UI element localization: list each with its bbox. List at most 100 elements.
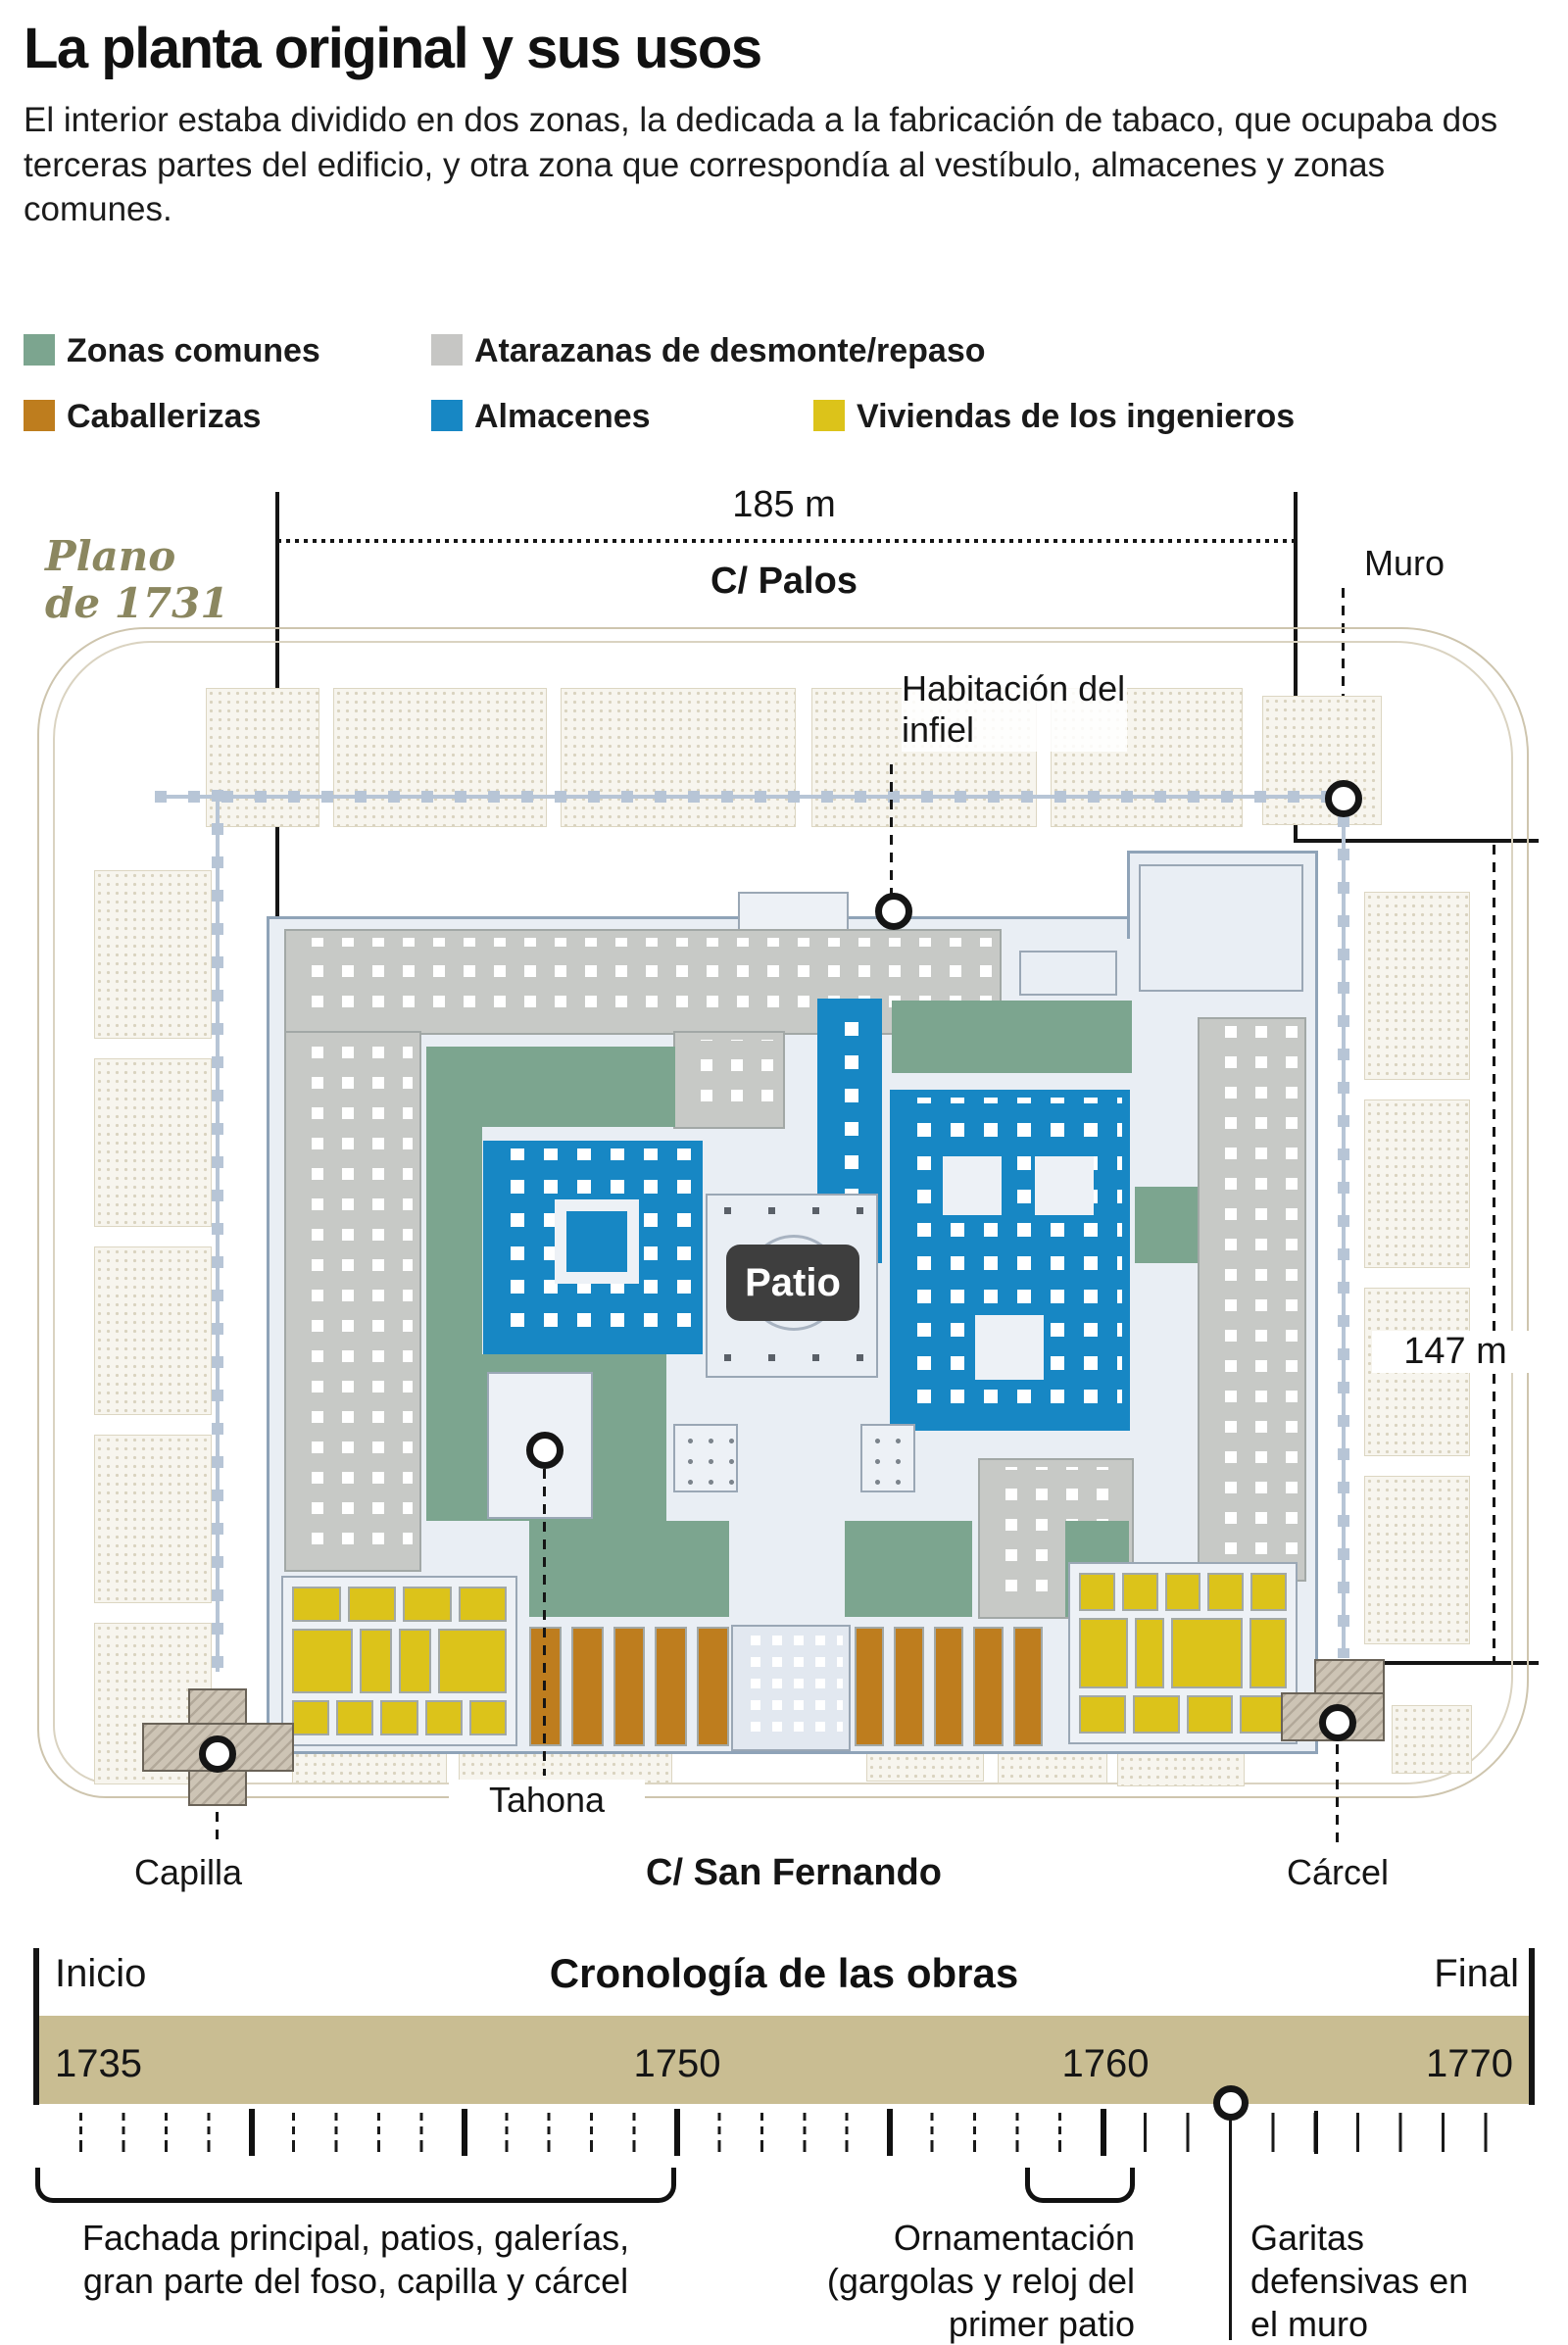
stable-bar bbox=[612, 1627, 646, 1746]
stable-bar bbox=[655, 1627, 688, 1746]
vivienda-block bbox=[398, 1629, 431, 1693]
plan-source-note: Plano de 1731 bbox=[45, 532, 229, 628]
legend-swatch-atarazanas bbox=[431, 334, 463, 366]
timeline-end-cap bbox=[1529, 1948, 1535, 2105]
zone-comunes-east-strip bbox=[1135, 1187, 1198, 1263]
vivienda-block bbox=[336, 1699, 374, 1735]
room-outline bbox=[1139, 864, 1303, 992]
habitacion-leader-line bbox=[890, 764, 893, 898]
almacenes-east-courtyard bbox=[1035, 1156, 1094, 1215]
timeline-title: Cronología de las obras bbox=[549, 1950, 1019, 1996]
carcel-leader-line bbox=[1336, 1744, 1339, 1844]
vivienda-block bbox=[403, 1587, 452, 1623]
vivienda-block bbox=[1132, 1694, 1180, 1734]
capilla-marker bbox=[199, 1735, 236, 1773]
stable-bar bbox=[1012, 1627, 1044, 1746]
timeline-band bbox=[39, 2016, 1529, 2104]
vivienda-block bbox=[1186, 1694, 1234, 1734]
garden-plot bbox=[1364, 1476, 1470, 1644]
legend-swatch-caballerizas bbox=[24, 400, 55, 431]
height-dimension-top-bar bbox=[1294, 839, 1539, 843]
garden-plot bbox=[94, 1058, 212, 1227]
habitacion-marker bbox=[875, 893, 912, 930]
zone-atarazanas-east bbox=[1200, 1019, 1304, 1580]
stable-bar bbox=[697, 1627, 729, 1746]
axis-minor-ticks-solid bbox=[1144, 2113, 1493, 2152]
vivienda-block bbox=[359, 1629, 392, 1693]
carcel-marker bbox=[1319, 1704, 1356, 1741]
vivienda-block bbox=[1240, 1694, 1287, 1734]
garden-plot bbox=[1364, 892, 1470, 1080]
viviendas-row bbox=[1079, 1618, 1287, 1688]
stable-bar bbox=[894, 1627, 924, 1746]
legend-label-viviendas: Viviendas de los ingenieros bbox=[857, 398, 1296, 435]
intro-paragraph: El interior estaba dividido en dos zonas… bbox=[24, 101, 1498, 228]
vivienda-block bbox=[292, 1629, 353, 1693]
axis-minor-ticks-dashed bbox=[79, 2113, 1063, 2152]
south-gate-block bbox=[733, 1627, 849, 1749]
muro-label: Muro bbox=[1364, 543, 1446, 583]
height-dimension-label: 147 m bbox=[1372, 1331, 1539, 1373]
height-dimension-bottom-bar bbox=[1385, 1661, 1539, 1665]
carcel-building bbox=[1314, 1659, 1385, 1694]
stable-bar bbox=[855, 1627, 885, 1746]
almacenes-east-courtyard bbox=[975, 1315, 1044, 1380]
vivienda-block bbox=[1164, 1573, 1201, 1612]
vivienda-block bbox=[1249, 1618, 1287, 1688]
axis-major-tick-1755 bbox=[887, 2109, 893, 2156]
year-tick-1760: 1760 bbox=[1061, 2042, 1150, 2085]
page-title: La planta original y sus usos bbox=[24, 17, 762, 80]
annotation-fachada: Fachada principal, patios, galerías, gra… bbox=[81, 2218, 630, 2301]
perimeter-wall-top bbox=[155, 789, 1343, 805]
room-outline bbox=[1019, 951, 1117, 996]
viviendas-row bbox=[292, 1629, 507, 1693]
garden-plot bbox=[561, 688, 796, 827]
width-dimension-line bbox=[277, 539, 1296, 543]
legend-swatch-zonas-comunes bbox=[24, 334, 55, 366]
garden-plot bbox=[1364, 1099, 1470, 1268]
muro-leader-line bbox=[1342, 588, 1345, 776]
stable-bar bbox=[973, 1627, 1004, 1746]
vivienda-block bbox=[1207, 1573, 1245, 1612]
timeline-event-line bbox=[1229, 2121, 1232, 2340]
habitacion-label: Habitación del infiel bbox=[902, 668, 1127, 752]
capilla-label: Capilla bbox=[133, 1852, 243, 1892]
vivienda-block bbox=[292, 1699, 330, 1735]
street-label-san-fernando: C/ San Fernando bbox=[646, 1852, 942, 1893]
viviendas-row bbox=[292, 1587, 507, 1623]
timeline-start-label: Inicio bbox=[55, 1952, 147, 1995]
axis-major-tick-1745 bbox=[462, 2109, 467, 2156]
garden-plot bbox=[94, 870, 212, 1039]
vivienda-block bbox=[1079, 1618, 1128, 1688]
vivienda-block bbox=[1079, 1694, 1126, 1734]
year-tick-1750: 1750 bbox=[633, 2042, 721, 2085]
zone-viviendas-east bbox=[1068, 1562, 1298, 1744]
garden-plot bbox=[94, 1435, 212, 1603]
patio-colonnade-dots bbox=[724, 1354, 863, 1361]
annotation-garitas: Garitas defensivas en el muro bbox=[1250, 2218, 1469, 2344]
zone-comunes-south-1 bbox=[529, 1521, 729, 1617]
axis-major-tick-1750 bbox=[674, 2109, 680, 2156]
axis-major-tick-1765 bbox=[1314, 2111, 1318, 2154]
zone-viviendas-west bbox=[281, 1576, 517, 1746]
legend-label-almacenes: Almacenes bbox=[474, 398, 651, 435]
floor-plan: 185 m C/ Palos Plano de 1731 Muro 147 m bbox=[0, 470, 1568, 1921]
almacenes-west-center-block bbox=[566, 1211, 627, 1272]
year-tick-1735: 1735 bbox=[55, 2042, 142, 2085]
vivienda-block bbox=[1171, 1618, 1243, 1688]
vivienda-block bbox=[437, 1629, 507, 1693]
vivienda-block bbox=[347, 1587, 396, 1623]
timeline-bracket-ornamentacion bbox=[1025, 2168, 1135, 2203]
column-pad bbox=[673, 1424, 738, 1492]
viviendas-row bbox=[1079, 1573, 1287, 1612]
street-label-palos: C/ Palos bbox=[710, 561, 858, 602]
stable-bar bbox=[933, 1627, 964, 1746]
zone-comunes-west-band bbox=[426, 1047, 675, 1127]
garden-plot bbox=[1262, 696, 1382, 825]
legend-label-caballerizas: Caballerizas bbox=[67, 398, 262, 435]
year-tick-1770: 1770 bbox=[1426, 2042, 1513, 2085]
zone-comunes-south-2 bbox=[845, 1521, 972, 1617]
viviendas-row bbox=[292, 1699, 508, 1735]
vivienda-block bbox=[292, 1587, 341, 1623]
vivienda-block bbox=[1134, 1618, 1165, 1688]
